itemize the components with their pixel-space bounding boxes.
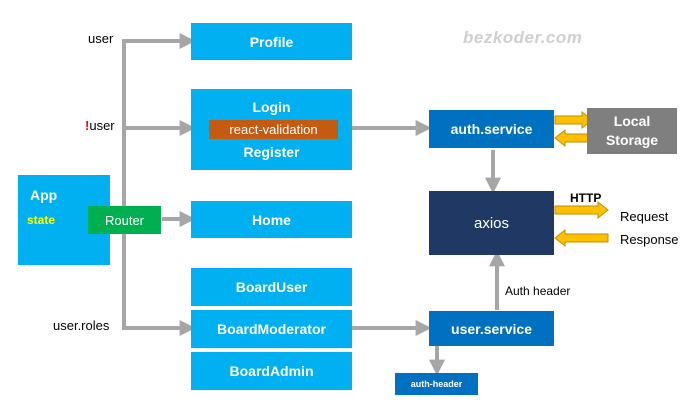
state-label: state — [27, 213, 56, 227]
app-box[interactable]: App — [18, 175, 110, 265]
router-box[interactable]: Router — [88, 206, 161, 234]
board-admin-box[interactable]: BoardAdmin — [191, 352, 352, 390]
label-user: user — [88, 31, 114, 46]
login-label: Login — [252, 99, 291, 115]
axios-box[interactable]: axios — [429, 191, 554, 255]
board-user-box[interactable]: BoardUser — [191, 268, 352, 306]
profile-box[interactable]: Profile — [191, 23, 352, 60]
home-box[interactable]: Home — [191, 201, 352, 238]
watermark-text: bezkoder.com — [463, 28, 583, 47]
react-validation-box[interactable]: react-validation — [209, 120, 338, 139]
app-label: App — [30, 187, 58, 203]
auth-header-box[interactable]: auth-header — [395, 373, 478, 395]
local-storage-line2: Storage — [605, 132, 659, 148]
response-label: Response — [620, 232, 679, 247]
not-mark: ! — [85, 118, 90, 133]
http-response-arrow — [554, 228, 609, 248]
register-label: Register — [243, 144, 300, 160]
http-request-arrow — [554, 200, 609, 220]
label-user-roles: user.roles — [53, 318, 110, 333]
local-storage-box[interactable]: Local Storage — [587, 108, 677, 154]
http-label: HTTP — [570, 191, 602, 205]
auth-header-label: Auth header — [505, 284, 571, 298]
label-not-user: !user — [85, 118, 115, 133]
user-service-box[interactable]: user.service — [429, 311, 554, 346]
request-label: Request — [620, 209, 669, 224]
auth-service-box[interactable]: auth.service — [429, 110, 554, 148]
local-storage-line1: Local — [613, 113, 651, 129]
not-user-text: user — [89, 118, 115, 133]
board-moderator-box[interactable]: BoardModerator — [191, 310, 352, 348]
